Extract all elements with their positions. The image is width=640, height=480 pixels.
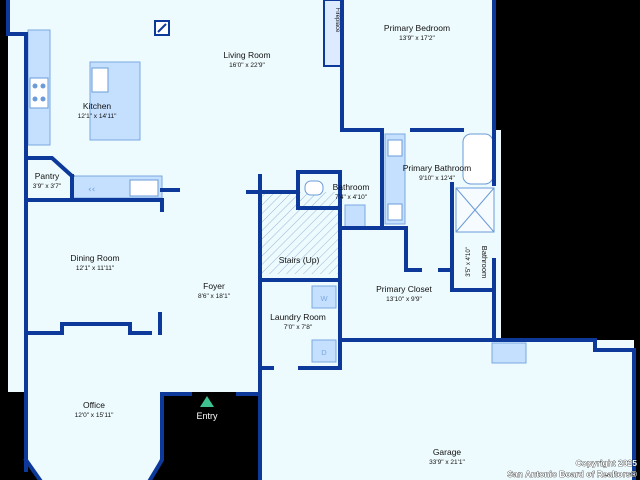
room-dims-kitchen: 12'1" x 14'11" — [78, 113, 117, 120]
room-name-primary-bathroom: Primary Bathroom — [403, 163, 472, 173]
room-dims-garage: 33'9" x 21'1" — [429, 459, 465, 466]
island-sink-icon — [91, 67, 109, 93]
room-name-dining: Dining Room — [70, 253, 119, 263]
sink-icon — [129, 179, 159, 197]
room-dims-pantry: 3'9" x 3'7" — [33, 183, 62, 190]
dryer-icon — [311, 339, 337, 363]
svg-text:‹‹: ‹‹ — [88, 185, 95, 195]
room-dims-office: 12'0" x 15'11" — [75, 412, 114, 419]
room-name-stairs: Stairs (Up) — [279, 255, 320, 265]
room-name-living: Living Room — [223, 50, 270, 60]
copyright-year: Copyright 2025 — [576, 458, 638, 468]
house-floor — [8, 0, 634, 480]
walls — [6, 0, 636, 480]
room-name-laundry: Laundry Room — [270, 312, 326, 322]
kitchen-counters: ‹‹ — [27, 29, 163, 199]
toilet-icon — [304, 180, 324, 196]
room-dims-bathroom: 7'4" x 4'10" — [335, 194, 368, 201]
room-dims-primary-bedroom: 13'9" x 17'2" — [399, 35, 435, 42]
room-dims-bathroom-small: 3'5" x 4'10" — [466, 247, 472, 277]
room-name-garage: Garage — [433, 447, 462, 457]
room-name-primary-bedroom: Primary Bedroom — [384, 23, 450, 33]
room-dims-laundry: 7'0" x 7'8" — [284, 324, 313, 331]
sink-icon — [387, 139, 403, 157]
room-name-pantry: Pantry — [35, 171, 60, 181]
dryer-label: D — [321, 348, 327, 357]
fireplace-label: Fireplace — [334, 8, 340, 33]
stove-icon — [29, 77, 49, 109]
room-name-bathroom: Bathroom — [333, 182, 370, 192]
room-dims-primary-closet: 13'10" x 9'9" — [386, 296, 422, 303]
room-dims-dining: 12'1" x 11'11" — [76, 265, 115, 272]
bathtub-icon — [462, 133, 494, 185]
room-name-foyer: Foyer — [203, 281, 225, 291]
washer-label: W — [320, 294, 328, 303]
room-dims-foyer: 8'6" x 18'1" — [198, 293, 231, 300]
vanity — [344, 204, 366, 230]
room-name-bathroom-small: Bathroom — [480, 246, 489, 279]
garage-fixture — [491, 342, 527, 364]
copyright-owner: San Antonio Board of Realtors® — [507, 469, 637, 479]
room-name-primary-closet: Primary Closet — [376, 284, 432, 294]
room-name-kitchen: Kitchen — [83, 101, 112, 111]
bathroom-fixtures — [304, 133, 495, 233]
laundry-appliances: W D — [311, 285, 337, 363]
room-name-office: Office — [83, 400, 105, 410]
entry-recess — [164, 394, 260, 480]
sink-icon — [387, 203, 403, 221]
entry-label: Entry — [196, 411, 218, 421]
entry-arrow-icon — [200, 396, 214, 407]
washer-icon — [311, 285, 337, 309]
room-dims-living: 16'0" x 22'9" — [229, 62, 265, 69]
room-dims-primary-bathroom: 9'10" x 12'4" — [419, 175, 455, 182]
